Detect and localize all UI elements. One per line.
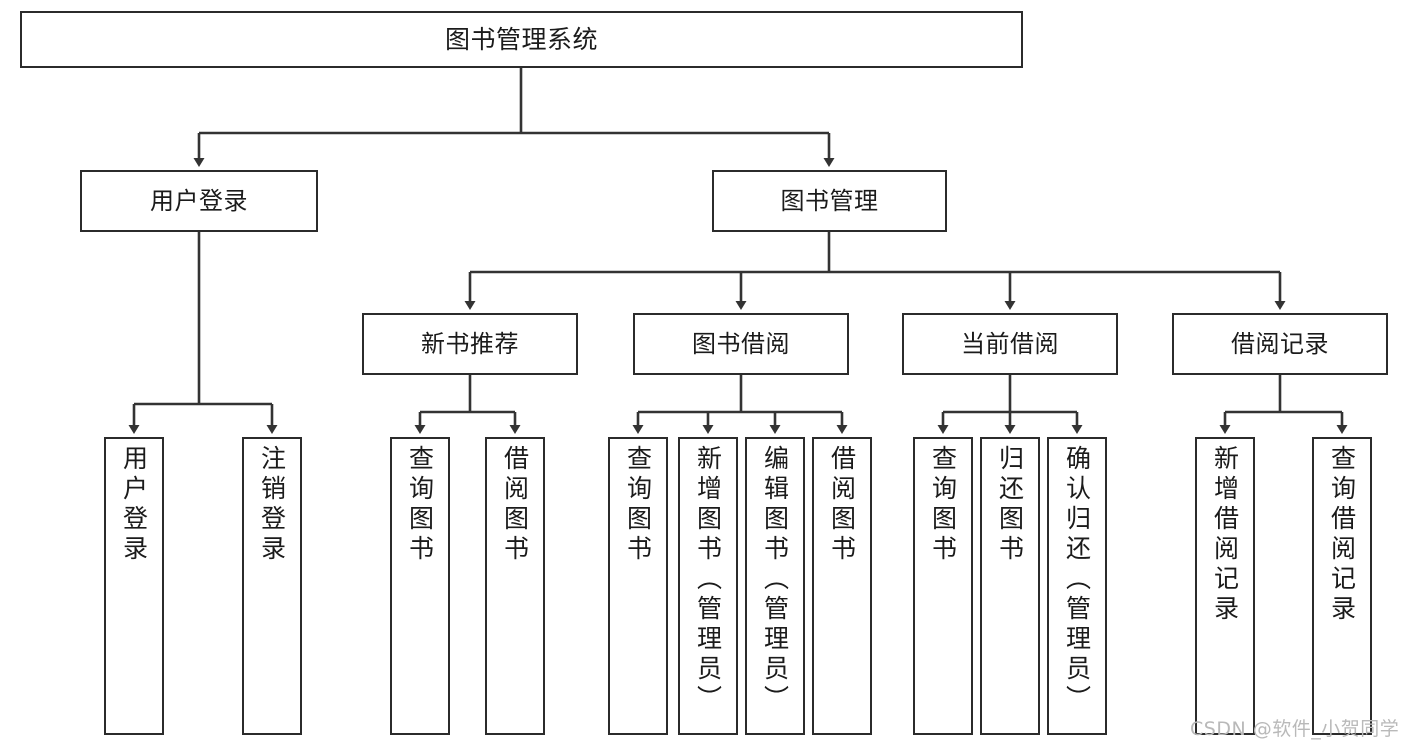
- node-leaf-borrow-book-1[interactable]: 借阅图书: [485, 437, 545, 735]
- node-label: 新增借阅记录: [1210, 445, 1240, 625]
- node-user-login[interactable]: 用户登录: [80, 170, 318, 232]
- node-label: 查询借阅记录: [1327, 445, 1357, 625]
- node-label: 图书管理: [780, 186, 879, 215]
- node-label: 借阅图书: [827, 445, 857, 565]
- node-leaf-edit-book[interactable]: 编辑图书（管理员）: [745, 437, 805, 735]
- node-leaf-confirm-return[interactable]: 确认归还（管理员）: [1047, 437, 1107, 735]
- node-label: 用户登录: [150, 186, 248, 215]
- node-label: 新增图书（管理员）: [693, 445, 723, 715]
- watermark-text: CSDN @软件_小贺同学: [1190, 718, 1400, 740]
- node-leaf-query-book-2[interactable]: 查询图书: [608, 437, 668, 735]
- node-leaf-query-book-3[interactable]: 查询图书: [913, 437, 973, 735]
- node-leaf-add-record[interactable]: 新增借阅记录: [1195, 437, 1255, 735]
- node-label: 新书推荐: [421, 329, 519, 358]
- node-book-manage[interactable]: 图书管理: [712, 170, 947, 232]
- node-label: 用户登录: [119, 445, 149, 565]
- node-root[interactable]: 图书管理系统: [20, 11, 1023, 68]
- node-label: 图书借阅: [692, 329, 790, 358]
- node-label: 查询图书: [623, 445, 653, 565]
- node-leaf-query-record[interactable]: 查询借阅记录: [1312, 437, 1372, 735]
- node-leaf-query-book-1[interactable]: 查询图书: [390, 437, 450, 735]
- node-leaf-logout[interactable]: 注销登录: [242, 437, 302, 735]
- node-leaf-user-login[interactable]: 用户登录: [104, 437, 164, 735]
- node-label: 当前借阅: [961, 329, 1059, 358]
- node-leaf-borrow-book-2[interactable]: 借阅图书: [812, 437, 872, 735]
- node-label: 确认归还（管理员）: [1062, 445, 1092, 715]
- node-label: 查询图书: [928, 445, 958, 565]
- node-label: 查询图书: [405, 445, 435, 565]
- node-label: 编辑图书（管理员）: [760, 445, 790, 715]
- node-current-borrow[interactable]: 当前借阅: [902, 313, 1118, 375]
- node-label: 借阅图书: [500, 445, 530, 565]
- node-leaf-return-book[interactable]: 归还图书: [980, 437, 1040, 735]
- node-label: 图书管理系统: [444, 24, 598, 54]
- node-label: 借阅记录: [1231, 329, 1329, 358]
- node-book-borrow[interactable]: 图书借阅: [633, 313, 849, 375]
- node-label: 注销登录: [257, 445, 287, 565]
- node-new-book-rec[interactable]: 新书推荐: [362, 313, 578, 375]
- node-label: 归还图书: [995, 445, 1025, 565]
- node-borrow-record[interactable]: 借阅记录: [1172, 313, 1388, 375]
- node-leaf-add-book[interactable]: 新增图书（管理员）: [678, 437, 738, 735]
